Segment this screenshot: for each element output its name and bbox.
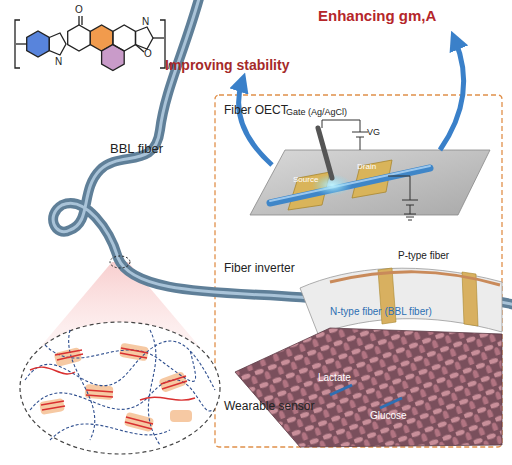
wearable-fabric xyxy=(235,328,502,447)
atom-label: O xyxy=(144,48,152,59)
bbl-fiber-strand xyxy=(53,0,512,305)
voltage-label: VG xyxy=(367,128,380,138)
benefit-label: Improving stability xyxy=(165,58,289,73)
blue-arrow xyxy=(239,82,272,165)
electrode-label: Source xyxy=(293,176,318,185)
sensor-fiber xyxy=(380,398,402,408)
fiber-type-label: P-type fiber xyxy=(398,250,449,261)
section-label: Fiber inverter xyxy=(224,262,295,275)
blue-arrow xyxy=(440,40,464,150)
fiber-label: BBL fiber xyxy=(110,142,163,156)
gate-label: Gate (Ag/AgCl) xyxy=(286,108,347,118)
benefit-label: Enhancing gm,A xyxy=(318,8,436,25)
atom-label: N xyxy=(55,56,62,67)
bbl-structure xyxy=(15,16,165,71)
atom-label: O xyxy=(75,4,83,15)
zoom-ellipse xyxy=(20,322,220,454)
sensor-fiber xyxy=(330,385,352,395)
atom-label: N xyxy=(142,16,149,27)
fiber-oect-device xyxy=(250,120,490,220)
fiber-type-label: N-type fiber (BBL fiber) xyxy=(330,306,432,317)
zoom-marker xyxy=(110,256,130,268)
section-label: Wearable sensor xyxy=(224,400,315,413)
analyte-label: Lactate xyxy=(318,372,351,383)
section-label: Fiber OECT xyxy=(224,104,288,117)
fiber-inverter-sheet xyxy=(300,268,502,334)
electrode-label: Drain xyxy=(357,163,376,172)
analyte-label: Glucose xyxy=(370,410,407,421)
microstructure xyxy=(25,330,215,445)
